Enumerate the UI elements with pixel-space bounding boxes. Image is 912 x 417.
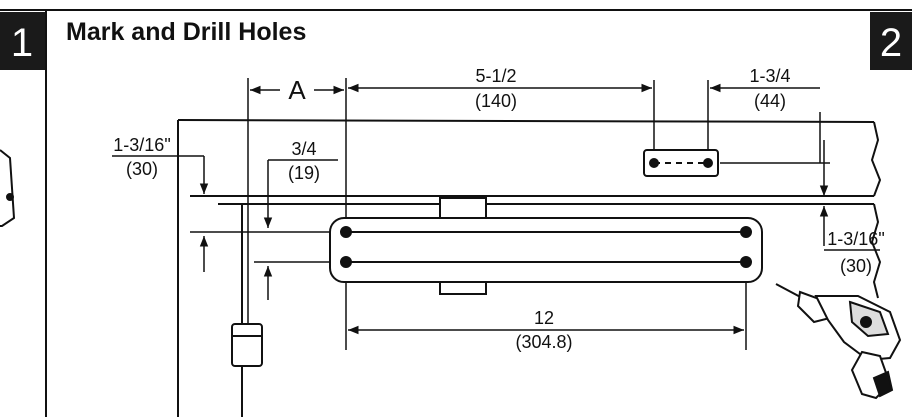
dim-label-5-1-2: 5-1/2 [475,66,516,86]
arm-bracket [643,149,719,177]
power-drill-icon [775,283,902,400]
dim-label-140: (140) [475,91,517,111]
reference-lines [247,78,747,350]
step-badge-2: 2 [870,12,912,70]
step-badge-1: 1 [0,12,45,70]
dimension-1-3-16-right [819,140,880,251]
extension-lines [190,203,830,263]
dimension-3-4 [263,159,338,300]
closer-body-template [329,197,763,295]
dim-label-a: A [288,75,306,105]
page-title: Mark and Drill Holes [66,18,306,46]
dim-label-44: (44) [754,91,786,111]
dim-label-304-8: (304.8) [515,332,572,352]
panel-frame [0,9,912,417]
dim-label-12: 12 [534,308,554,328]
hinge-block [231,323,263,367]
dim-label-19: (19) [288,163,320,183]
dim-label-30-right: (30) [840,256,872,276]
door-hinge-icon [0,149,16,227]
step-number-2: 2 [880,21,902,65]
dim-label-1-3-16-left: 1-3/16" [113,135,170,155]
step-number-1: 1 [11,21,33,65]
dimension-1-3-16-left [112,155,209,272]
dim-label-30-left: (30) [126,159,158,179]
bracket-leader [720,112,830,164]
dim-label-1-3-4: 1-3/4 [749,66,790,86]
dim-label-3-4: 3/4 [291,139,316,159]
dim-label-1-3-16-right: 1-3/16" [827,229,884,249]
